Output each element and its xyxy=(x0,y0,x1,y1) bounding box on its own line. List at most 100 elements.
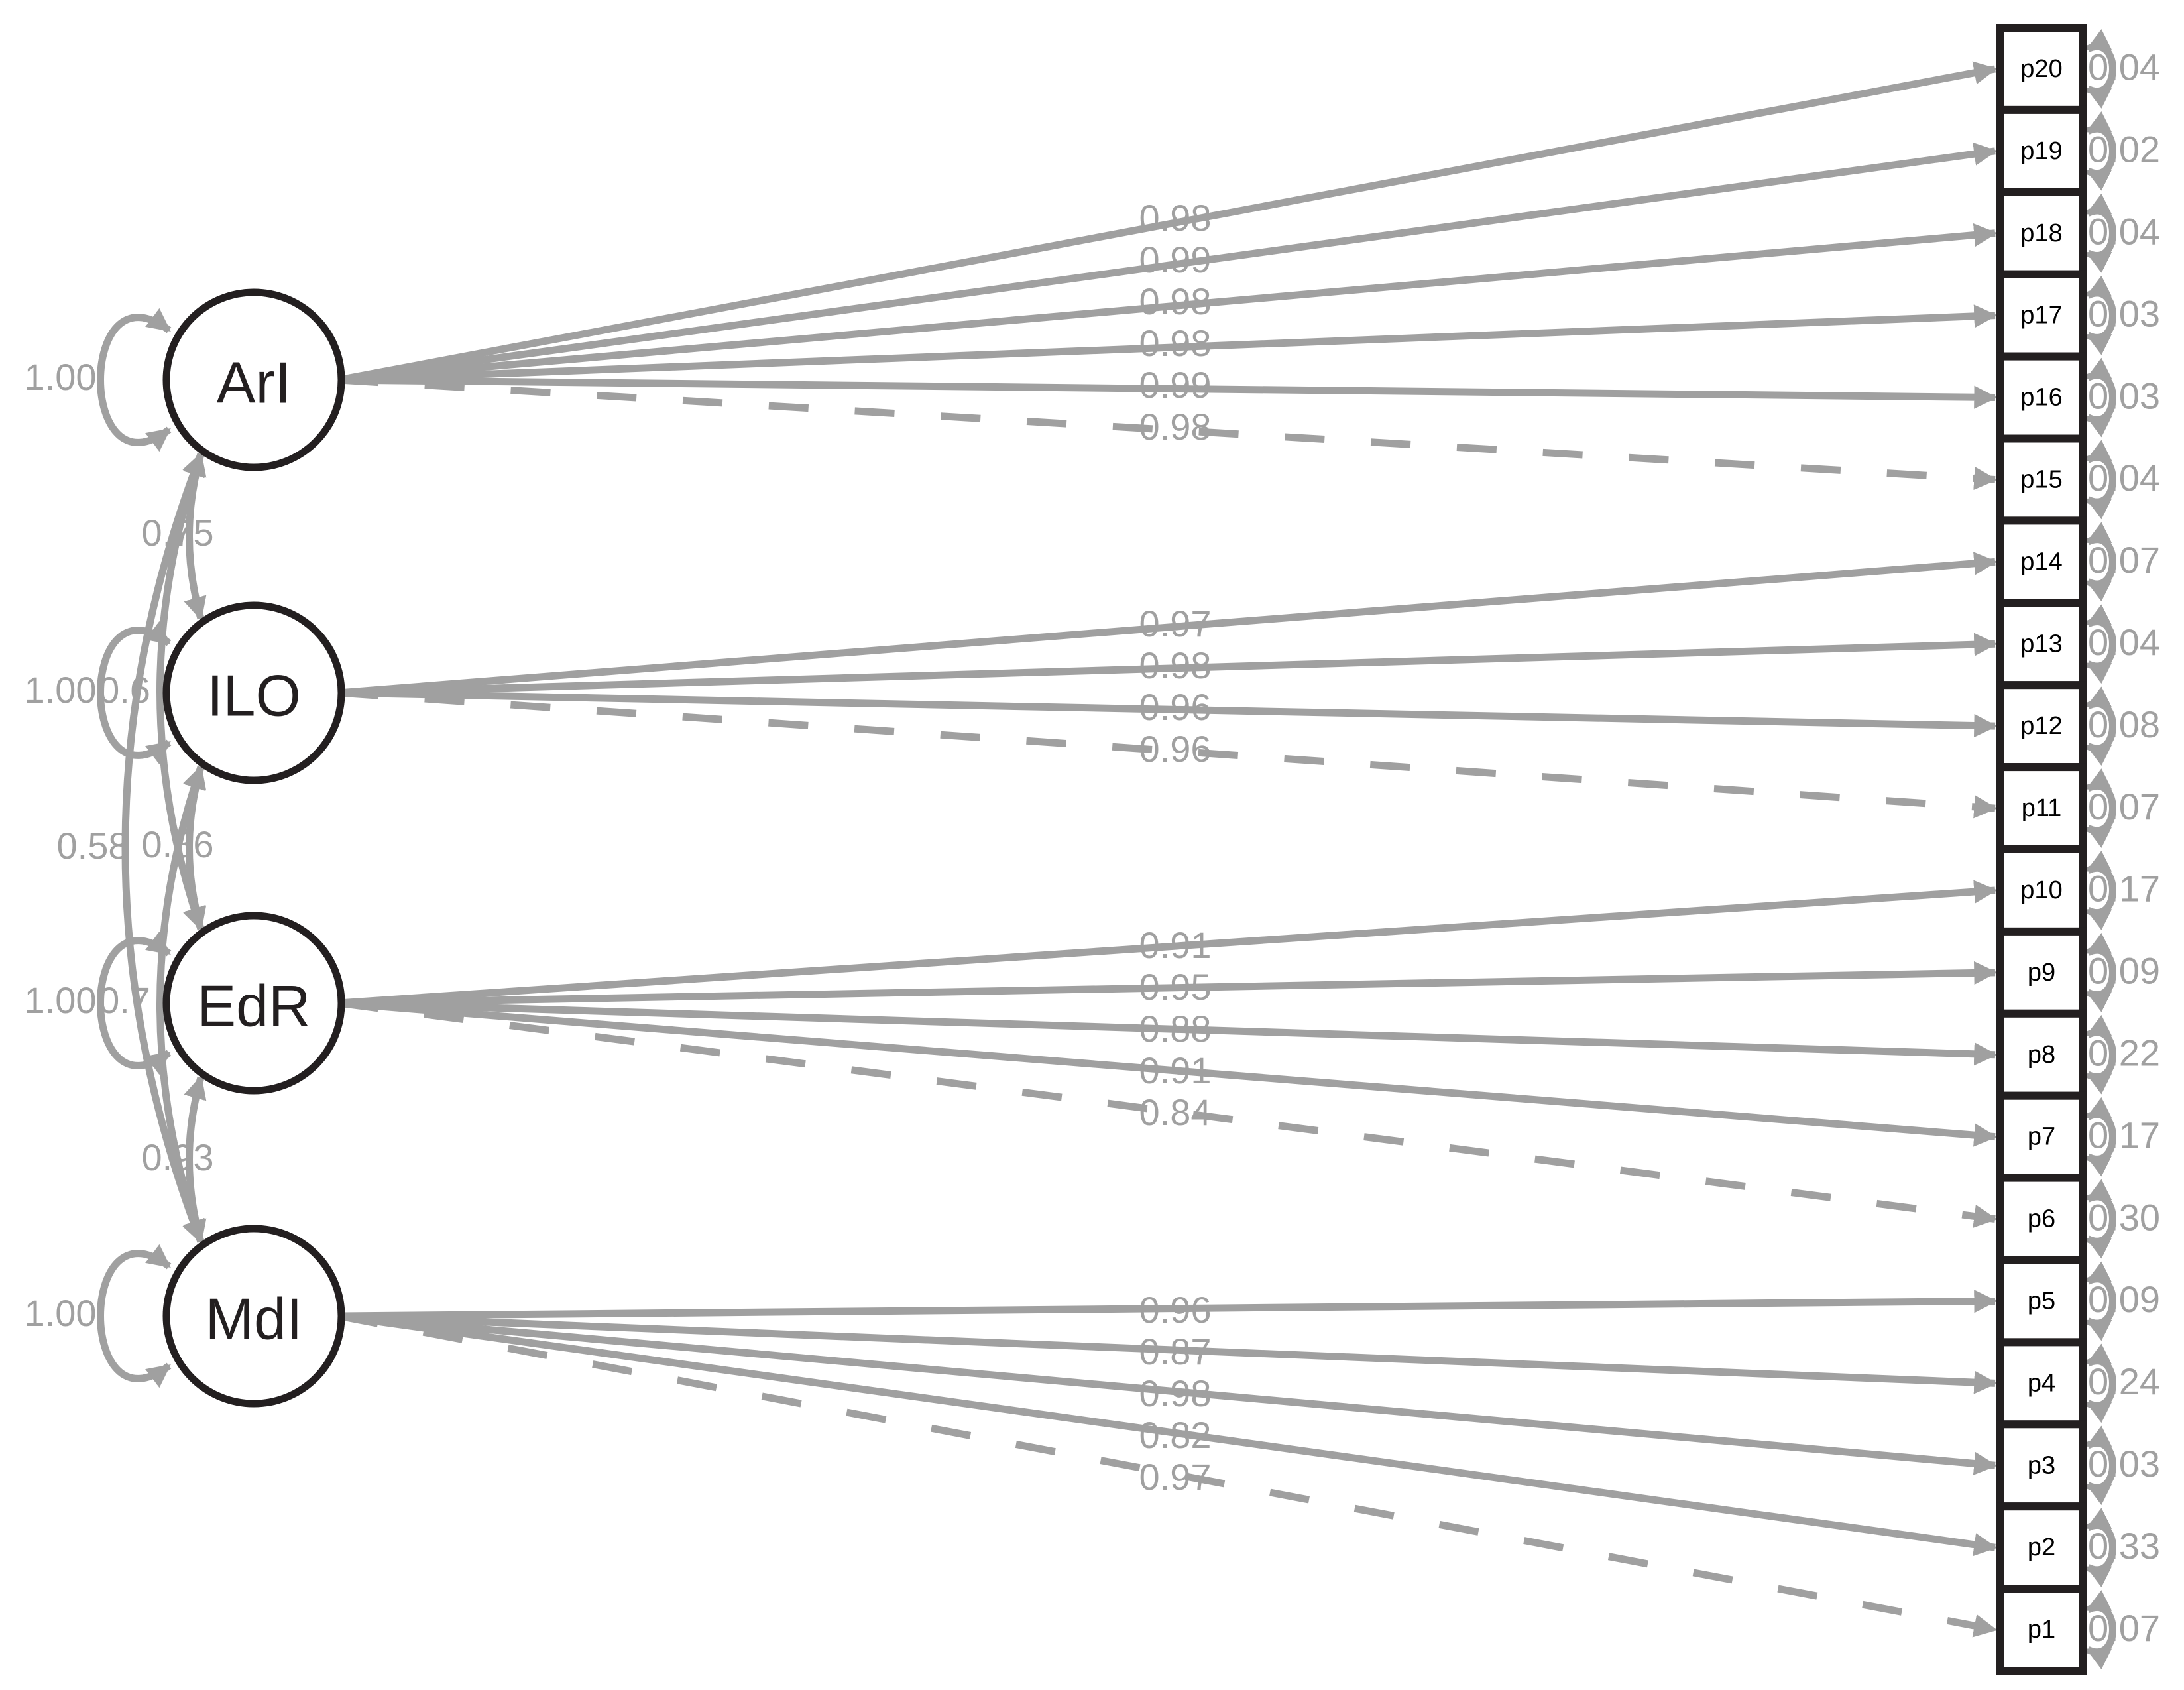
observed-node-p18 xyxy=(1996,188,2087,278)
covariance-path-ArI-MdI xyxy=(121,452,205,1244)
residual-loop-p5 xyxy=(2085,1261,2116,1341)
residual-loop-p16 xyxy=(2085,357,2116,438)
loading-path-MdI-p3 xyxy=(338,1312,1998,1475)
loading-path-EdR-p10 xyxy=(338,880,1998,1007)
nodes: ArIILOEdRMdIp20p19p18p17p16p15p14p13p12p… xyxy=(162,24,2087,1675)
loading-path-ArI-p17 xyxy=(338,304,1998,384)
residual-loop-p20 xyxy=(2085,29,2116,109)
covariance-label-ArI-EdR: 0.6 xyxy=(99,669,150,711)
observed-node-p17 xyxy=(1996,270,2087,361)
loading-path-MdI-p2 xyxy=(338,1312,1998,1557)
variance-loops xyxy=(97,308,172,1388)
variance-loop-MdI xyxy=(97,1244,172,1388)
variance-label-MdI: 1.00 xyxy=(25,1292,97,1334)
residual-label-p13: 0.04 xyxy=(2088,621,2160,663)
loading-path-ILO-p11 xyxy=(338,689,1998,819)
residual-loop-p1 xyxy=(2085,1590,2116,1669)
variance-loop-ILO xyxy=(97,621,172,765)
edge-labels: 0.980.990.980.980.990.980.970.980.960.96… xyxy=(25,46,2161,1649)
observed-node-p1 xyxy=(1996,1585,2087,1675)
observed-label-p17: p17 xyxy=(2020,302,2062,330)
observed-label-p11: p11 xyxy=(2022,794,2062,822)
observed-label-p5: p5 xyxy=(2028,1287,2055,1315)
variance-label-ArI: 1.00 xyxy=(25,356,97,398)
residual-label-p8: 0.22 xyxy=(2088,1032,2160,1074)
variance-loop-EdR xyxy=(97,931,172,1075)
loading-path-ArI-p19 xyxy=(338,142,1998,384)
residual-loop-p12 xyxy=(2085,686,2116,766)
observed-label-p14: p14 xyxy=(2020,548,2062,575)
covariance-label-ArI-MdI: 0.58 xyxy=(57,825,129,867)
observed-node-p5 xyxy=(1996,1256,2087,1347)
covariance-label-EdR-MdI: 0.93 xyxy=(142,1136,214,1178)
residual-loop-p11 xyxy=(2085,768,2116,848)
loading-path-MdI-p1 xyxy=(337,1312,1998,1638)
residual-loop-p15 xyxy=(2085,440,2116,520)
covariance-path-EdR-MdI xyxy=(184,1075,207,1244)
residual-label-p1: 0.07 xyxy=(2088,1607,2160,1649)
residual-loop-p7 xyxy=(2085,1097,2116,1177)
loading-path-ILO-p13 xyxy=(338,633,1998,697)
residual-loop-p14 xyxy=(2085,522,2116,602)
residual-label-p16: 0.03 xyxy=(2088,375,2160,416)
loading-label-p17: 0.98 xyxy=(1139,322,1212,364)
loading-label-p13: 0.98 xyxy=(1139,644,1212,686)
observed-label-p20: p20 xyxy=(2020,55,2062,83)
residual-label-p14: 0.07 xyxy=(2088,539,2160,581)
latent-label-EdR: EdR xyxy=(197,973,310,1039)
loading-label-p3: 0.98 xyxy=(1139,1372,1212,1414)
residual-label-p11: 0.07 xyxy=(2088,786,2160,827)
observed-label-p7: p7 xyxy=(2028,1123,2055,1151)
latent-label-ILO: ILO xyxy=(207,663,301,729)
observed-label-p19: p19 xyxy=(2020,137,2062,165)
observed-label-p2: p2 xyxy=(2028,1534,2055,1561)
loading-path-ArI-p18 xyxy=(338,223,1998,384)
residual-loop-p10 xyxy=(2085,851,2116,930)
loading-label-p12: 0.96 xyxy=(1139,686,1212,728)
loading-path-EdR-p9 xyxy=(338,961,1998,1007)
residual-loop-p3 xyxy=(2085,1425,2116,1506)
loading-path-ILO-p14 xyxy=(338,552,1998,697)
observed-label-p10: p10 xyxy=(2020,876,2062,904)
observed-label-p4: p4 xyxy=(2028,1369,2055,1397)
observed-node-p8 xyxy=(1996,1009,2087,1100)
observed-node-p6 xyxy=(1996,1174,2087,1264)
loading-label-p9: 0.95 xyxy=(1139,966,1212,1008)
residual-loops xyxy=(2085,29,2116,1669)
latent-node-MdI xyxy=(162,1225,345,1408)
observed-label-p18: p18 xyxy=(2020,219,2062,247)
loading-label-p4: 0.87 xyxy=(1139,1331,1212,1372)
observed-node-p4 xyxy=(1996,1338,2087,1429)
residual-loop-p9 xyxy=(2085,932,2116,1012)
loading-path-EdR-p6 xyxy=(338,999,1998,1228)
residual-label-p6: 0.30 xyxy=(2088,1196,2160,1238)
variance-loop-ArI xyxy=(97,308,172,452)
residual-label-p3: 0.03 xyxy=(2088,1443,2160,1484)
variance-label-EdR: 1.00 xyxy=(25,979,97,1021)
loading-path-MdI-p4 xyxy=(338,1312,1998,1394)
residual-loop-p4 xyxy=(2085,1343,2116,1423)
residual-label-p10: 0.17 xyxy=(2088,868,2160,910)
loading-label-p7: 0.91 xyxy=(1139,1050,1212,1091)
loading-path-EdR-p7 xyxy=(338,999,1998,1147)
loading-path-ArI-p16 xyxy=(338,376,1998,409)
observed-label-p16: p16 xyxy=(2020,384,2062,412)
observed-label-p13: p13 xyxy=(2020,630,2062,658)
residual-label-p4: 0.24 xyxy=(2088,1360,2160,1402)
observed-label-p1: p1 xyxy=(2028,1616,2055,1644)
residual-label-p20: 0.04 xyxy=(2088,46,2160,88)
observed-node-p2 xyxy=(1996,1502,2087,1593)
covariance-label-ArI-ILO: 0.75 xyxy=(142,512,214,554)
residual-label-p9: 0.09 xyxy=(2088,950,2160,992)
loading-label-p18: 0.98 xyxy=(1139,280,1212,322)
residual-loop-p13 xyxy=(2085,604,2116,684)
loading-paths xyxy=(337,61,1998,1638)
loading-label-p19: 0.99 xyxy=(1139,239,1212,280)
variance-label-ILO: 1.00 xyxy=(25,669,97,711)
loading-label-p20: 0.98 xyxy=(1139,197,1212,239)
residual-label-p15: 0.04 xyxy=(2088,457,2160,499)
latent-node-ILO xyxy=(162,601,345,784)
residual-label-p19: 0.02 xyxy=(2088,129,2160,170)
loading-path-ArI-p20 xyxy=(337,61,1998,384)
